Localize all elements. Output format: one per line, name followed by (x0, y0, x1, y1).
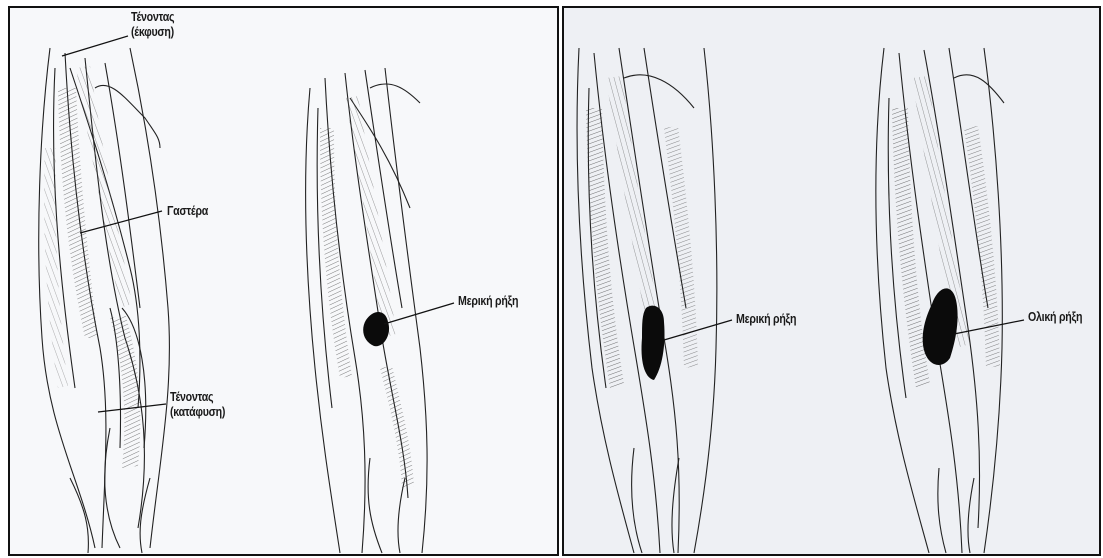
label-tendon-insertion: Τένοντας (κατάφυση) (170, 390, 225, 420)
right-illustration-panel: Μερική ρήξη Ολική ρήξη (562, 6, 1101, 556)
left-illustration-panel: Τένοντας (έκφυση) Γαστέρα Τένοντας (κατά… (8, 6, 559, 556)
label-total-tear: Ολική ρήξη (1028, 310, 1082, 325)
label-tendon-origin-line2: (έκφυση) (131, 25, 174, 40)
label-partial-tear-left: Μερική ρήξη (458, 294, 518, 309)
thigh-muscle-drawings-right (564, 8, 1101, 556)
partial-tear-mark-right (642, 306, 665, 380)
label-tendon-insertion-line2: (κατάφυση) (170, 405, 225, 420)
partial-tear-mark-left (363, 312, 389, 346)
label-partial-tear-right: Μερική ρήξη (736, 312, 796, 327)
label-tendon-insertion-line1: Τένοντας (170, 390, 225, 405)
label-leader-lines-right (664, 320, 1024, 340)
label-tendon-origin: Τένοντας (έκφυση) (131, 10, 174, 40)
label-belly: Γαστέρα (167, 204, 208, 219)
label-tendon-origin-line1: Τένοντας (131, 10, 174, 25)
total-tear-mark (923, 288, 958, 365)
thigh-muscle-drawings-left (10, 8, 559, 556)
